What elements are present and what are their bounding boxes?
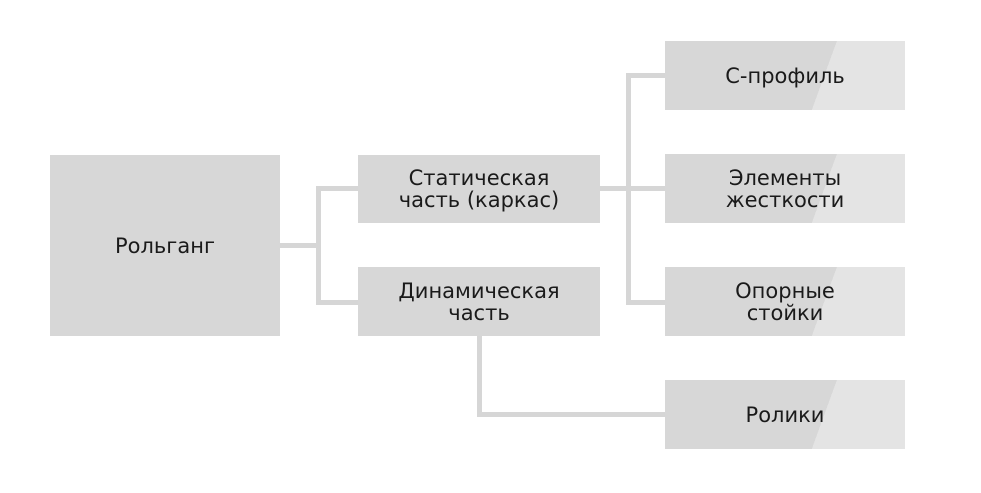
node-dynamic-part: Динамическая часть [358, 267, 600, 336]
connector [626, 73, 631, 305]
node-supports: Опорные стойки [665, 267, 905, 336]
node-label: Элементы жесткости [725, 165, 845, 212]
connector [316, 300, 358, 305]
node-label: С-профиль [725, 63, 845, 88]
connector [477, 412, 665, 417]
connector [280, 243, 320, 248]
connector [600, 186, 665, 191]
connector [626, 73, 665, 78]
connector [477, 336, 482, 417]
node-static-part: Статическая часть (каркас) [358, 155, 600, 223]
connector [626, 300, 665, 305]
node-rollers: Ролики [665, 380, 905, 449]
node-label: Статическая часть (каркас) [398, 166, 560, 212]
connector [316, 186, 321, 305]
node-label: Динамическая часть [398, 278, 560, 325]
node-label: Рольганг [115, 233, 215, 258]
node-stiffeners: Элементы жесткости [665, 154, 905, 223]
node-label: Ролики [745, 402, 825, 427]
node-c-profile: С-профиль [665, 41, 905, 110]
node-root: Рольганг [50, 155, 280, 336]
node-label: Опорные стойки [735, 278, 835, 325]
connector [316, 186, 358, 191]
